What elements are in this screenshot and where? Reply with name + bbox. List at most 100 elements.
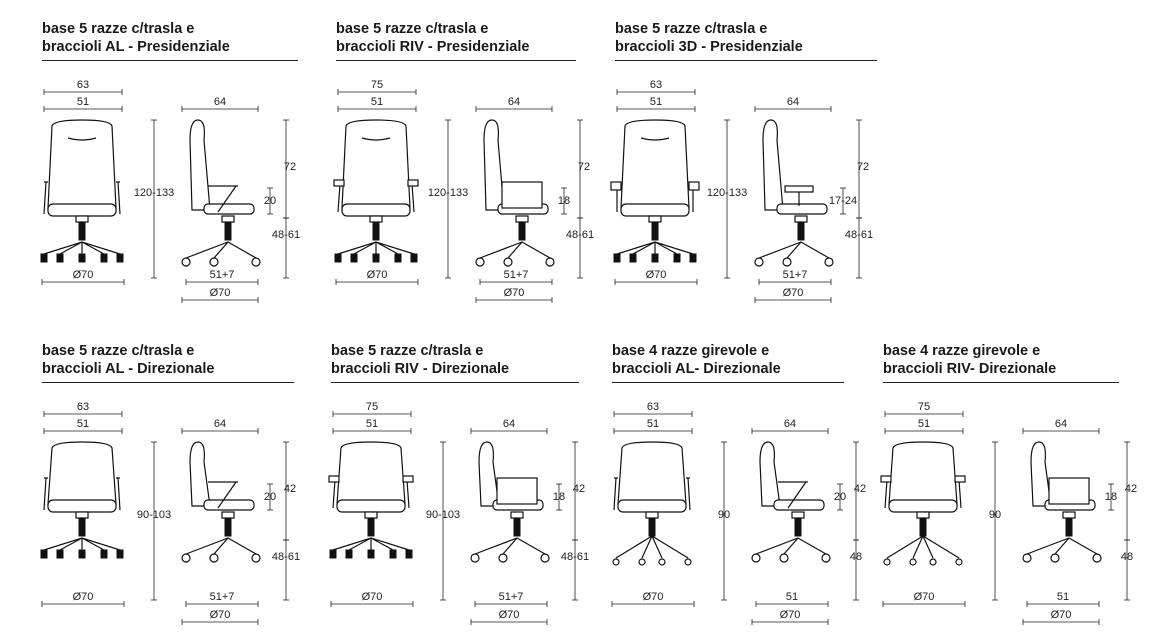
dim-side-back-label: 72 [857, 161, 869, 173]
dim-side-seat-label: 48 [850, 551, 862, 563]
dim-side-seat-label: 48-61 [272, 551, 300, 563]
base-spokes [43, 241, 121, 255]
dim-front-outer-label: 63 [77, 401, 89, 413]
dim-side-arm-label: 18 [553, 491, 565, 503]
dim-front-inner-label: 51 [77, 418, 89, 430]
dim-side-arm-label: 20 [834, 491, 846, 503]
dim-side-seat-label: 48-61 [845, 229, 873, 241]
armrest-pad [880, 475, 892, 483]
base-spokes-side [185, 537, 257, 555]
dim-side-depth-label: 51+7 [783, 269, 808, 281]
gas-column-side [797, 221, 805, 241]
dim-base-front-label: Ø70 [73, 591, 94, 603]
dim-side-arm-label: 18 [558, 195, 570, 207]
caster-wheel [116, 549, 124, 559]
caster-wheel [350, 253, 358, 263]
caster-wheel-side [1022, 553, 1032, 563]
dim-base-front-label: Ø70 [367, 269, 388, 281]
caster-wheel [100, 253, 108, 263]
armrest [337, 183, 415, 213]
base-spokes [886, 535, 960, 559]
armrest-pad [954, 475, 966, 483]
backrest-seam [361, 137, 391, 141]
dim-base-side-label: Ø70 [210, 287, 231, 299]
backrest-side [1030, 441, 1052, 507]
backrest-side [759, 441, 781, 507]
backrest [617, 441, 687, 505]
title-rule [615, 60, 877, 61]
armrest-side [208, 481, 238, 509]
seat-cushion [620, 203, 690, 217]
armrest-pad [688, 181, 700, 191]
caster-wheel-side [1092, 553, 1102, 563]
caster-wheel-side [1050, 553, 1060, 563]
caster-wheel [909, 558, 917, 566]
dim-front-inner-label: 51 [647, 418, 659, 430]
caster-wheel [651, 253, 659, 263]
gas-column-side [224, 221, 232, 241]
caster-wheel [389, 549, 397, 559]
caster-wheel [100, 549, 108, 559]
title-rule [42, 60, 298, 61]
dim-side-arm-label: 20 [264, 195, 276, 207]
caster-wheel [673, 253, 681, 263]
armrest-pad [610, 181, 622, 191]
seat-cushion [341, 203, 411, 217]
seat-mechanism [75, 215, 89, 223]
caster-wheel-side [751, 553, 761, 563]
armrest-pad [402, 475, 414, 483]
dim-base-front-label: Ø70 [362, 591, 383, 603]
dim-side-back-label: 72 [284, 161, 296, 173]
armrest-side [778, 481, 808, 509]
base-spokes [43, 537, 121, 551]
dim-base-side-label: Ø70 [499, 609, 520, 621]
seat-side [203, 499, 255, 511]
armrest-side [501, 181, 543, 209]
dim-base-side-label: Ø70 [1051, 609, 1072, 621]
backrest [47, 119, 117, 209]
dim-side-seat-label: 48-61 [566, 229, 594, 241]
dim-base-side-label: Ø70 [210, 609, 231, 621]
dim-total-height-label: 90 [718, 509, 730, 521]
dim-front-outer-label: 75 [918, 401, 930, 413]
dim-base-front-label: Ø70 [914, 591, 935, 603]
caster-wheel-side [498, 553, 508, 563]
dim-side-depth-label: 51 [786, 591, 798, 603]
base-spokes-side [474, 537, 546, 555]
dim-total-height-label: 120-133 [134, 187, 174, 199]
armrest [884, 479, 962, 509]
caster-wheel [410, 253, 418, 263]
dim-side-seat-label: 48 [1121, 551, 1133, 563]
dim-side-top-label: 64 [508, 96, 520, 108]
dim-side-back-label: 42 [573, 483, 585, 495]
caster-wheel-side [181, 257, 191, 267]
base-spokes-side [185, 241, 257, 259]
caster-wheel [56, 253, 64, 263]
seat-side [773, 499, 825, 511]
dim-side-depth-label: 51+7 [499, 591, 524, 603]
dim-front-outer-label: 63 [650, 79, 662, 91]
armrest-side [208, 185, 238, 213]
dim-side-back-label: 72 [578, 161, 590, 173]
gas-column [651, 221, 659, 241]
dim-side-top-label: 64 [503, 418, 515, 430]
seat-mechanism [916, 511, 930, 519]
seat-side [776, 203, 828, 215]
title-rule [331, 382, 579, 383]
gas-column [78, 221, 86, 241]
backrest-side [189, 119, 211, 211]
dim-side-depth-label: 51+7 [504, 269, 529, 281]
base-spokes [332, 537, 410, 551]
dim-front-inner-label: 51 [371, 96, 383, 108]
